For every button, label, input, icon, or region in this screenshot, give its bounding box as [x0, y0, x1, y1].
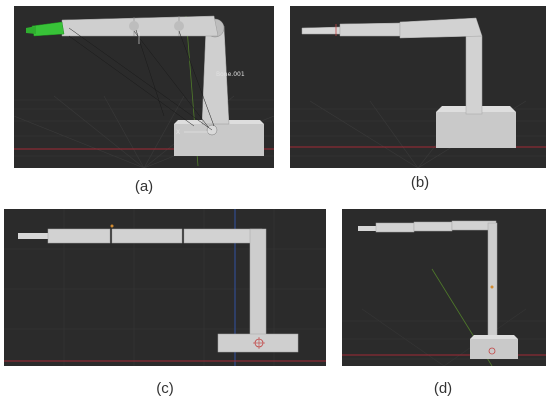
arm-end: [358, 226, 376, 231]
arm-end: [301, 26, 341, 35]
viewport-b[interactable]: [290, 6, 546, 168]
viewport-c[interactable]: [4, 209, 326, 366]
arm-column: [465, 35, 483, 115]
axis-x-label: X: [176, 129, 180, 136]
elbow-joint-2: [174, 21, 184, 31]
arm-base: [174, 124, 264, 156]
caption-c: (c): [156, 380, 174, 397]
grid: [14, 95, 274, 168]
arm-horizontal: [399, 17, 483, 39]
viewport-a[interactable]: X Bone.001: [14, 6, 274, 168]
caption-d: (d): [433, 380, 453, 397]
origin-marker: [488, 347, 496, 355]
caption-a: (a): [134, 178, 154, 195]
caption-b: (b): [410, 174, 430, 191]
arm-end: [18, 233, 48, 239]
viewport-a-scene: X Bone.001: [14, 15, 274, 168]
viewport-c-scene: [4, 209, 326, 366]
viewport-d-scene: [342, 220, 546, 366]
elbow-joint-1: [129, 21, 139, 31]
arm-horizontal: [61, 15, 219, 37]
arm-base: [436, 112, 516, 148]
arm-column: [487, 222, 498, 342]
gripper-selected[interactable]: [31, 21, 65, 37]
bone-label: Bone.001: [216, 71, 245, 78]
viewport-d[interactable]: [342, 209, 546, 366]
bone-wireframe: [68, 27, 215, 131]
arm-column: [249, 228, 267, 338]
viewport-b-scene: [290, 17, 546, 168]
